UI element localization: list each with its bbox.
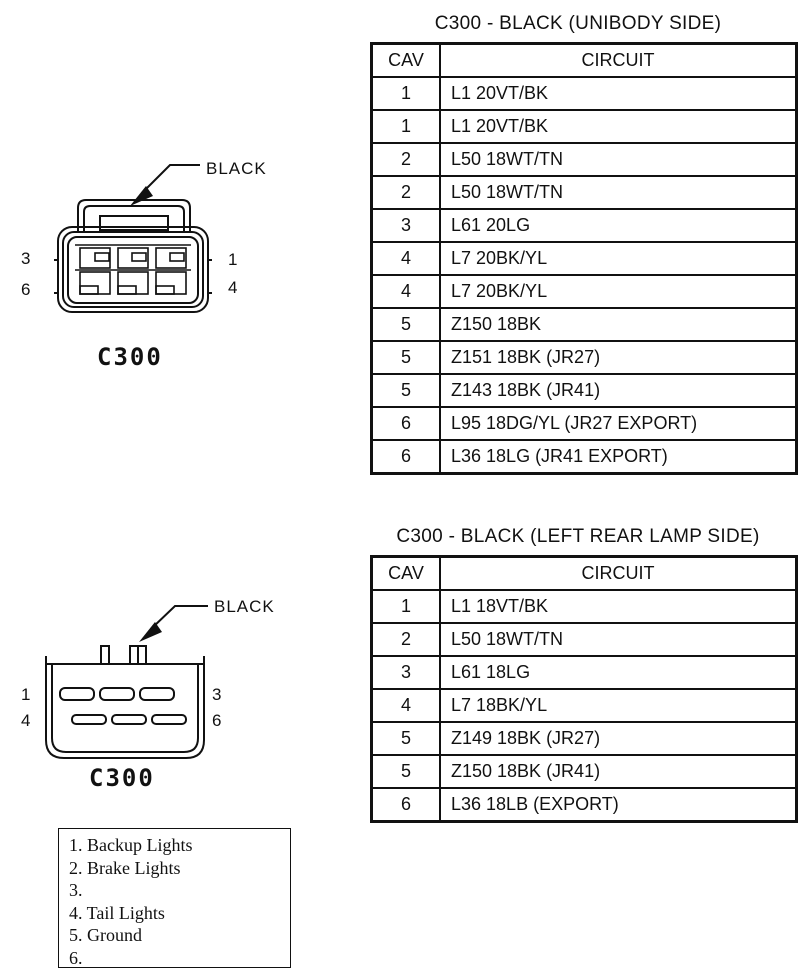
- connector1-pin-1: 1: [228, 250, 238, 269]
- circuit-cell: L50 18WT/TN: [439, 175, 798, 210]
- circuit-cell: L7 20BK/YL: [439, 274, 798, 309]
- cav-cell: 4: [370, 241, 441, 276]
- cav-cell: 6: [370, 406, 441, 441]
- connector2-pin-6: 6: [212, 711, 222, 730]
- legend-item: 5. Ground: [69, 925, 142, 946]
- cav-header: CAV: [370, 42, 441, 78]
- connector1-pin-3: 3: [21, 249, 31, 268]
- table2-title: C300 - BLACK (LEFT REAR LAMP SIDE): [396, 526, 760, 547]
- circuit-cell: Z151 18BK (JR27): [439, 340, 798, 375]
- circuit-cell: Z150 18BK (JR41): [439, 754, 798, 789]
- circuit-cell: L50 18WT/TN: [439, 142, 798, 177]
- cav-cell: 5: [370, 340, 441, 375]
- legend-box: 1. Backup Lights 2. Brake Lights 3. 4. T…: [58, 828, 291, 968]
- cav-cell: 5: [370, 754, 441, 789]
- circuit-cell: L36 18LB (EXPORT): [439, 787, 798, 823]
- connector2-pin-4: 4: [21, 711, 31, 730]
- cav-header: CAV: [370, 555, 441, 591]
- cav-cell: 3: [370, 208, 441, 243]
- cav-cell: 3: [370, 655, 441, 690]
- cav-cell: 1: [370, 109, 441, 144]
- connector2-leader-arrow: [139, 605, 208, 642]
- circuit-cell: L1 20VT/BK: [439, 109, 798, 144]
- table-header-row: CAV CIRCUIT: [370, 555, 798, 591]
- cav-cell: 5: [370, 307, 441, 342]
- connector2-cavities: [59, 687, 187, 725]
- connector1-callout-label: BLACK: [206, 159, 267, 178]
- connector1-cavities: [75, 244, 191, 295]
- circuit-cell: L1 20VT/BK: [439, 76, 798, 111]
- connector1-diagram: [54, 164, 212, 313]
- connector1-pin-6: 6: [21, 280, 31, 299]
- connector2-label: C300: [89, 764, 155, 792]
- table1-title: C300 - BLACK (UNIBODY SIDE): [434, 13, 722, 34]
- cav-cell: 4: [370, 688, 441, 723]
- legend-item: 6.: [69, 947, 83, 968]
- circuit-header: CIRCUIT: [439, 42, 798, 78]
- cav-cell: 1: [370, 589, 441, 624]
- legend-item: 1. Backup Lights: [69, 835, 193, 855]
- connector1-housing: [54, 199, 212, 313]
- cav-cell: 4: [370, 274, 441, 309]
- circuit-cell: L36 18LG (JR41 EXPORT): [439, 439, 798, 475]
- legend-item: 2. Brake Lights: [69, 857, 181, 878]
- cav-cell: 6: [370, 787, 441, 823]
- circuit-cell: L61 20LG: [439, 208, 798, 243]
- circuit-cell: Z150 18BK: [439, 307, 798, 342]
- legend-item: 4. Tail Lights: [69, 902, 165, 923]
- connector2-pin-3: 3: [212, 685, 222, 704]
- connector2-housing: [45, 645, 205, 759]
- circuit-cell: L1 18VT/BK: [439, 589, 798, 624]
- table-header-row: CAV CIRCUIT: [370, 42, 798, 78]
- circuit-cell: Z149 18BK (JR27): [439, 721, 798, 756]
- cav-cell: 2: [370, 175, 441, 210]
- cav-cell: 5: [370, 373, 441, 408]
- legend-item: 3.: [69, 880, 83, 901]
- connector2-diagram: [45, 605, 208, 759]
- circuit-cell: L7 18BK/YL: [439, 688, 798, 723]
- cav-cell: 1: [370, 76, 441, 111]
- cav-cell: 5: [370, 721, 441, 756]
- cav-cell: 2: [370, 622, 441, 657]
- circuit-cell: L95 18DG/YL (JR27 EXPORT): [439, 406, 798, 441]
- connector1-label: C300: [97, 343, 163, 371]
- cav-cell: 6: [370, 439, 441, 475]
- circuit-cell: L7 20BK/YL: [439, 241, 798, 276]
- circuit-cell: Z143 18BK (JR41): [439, 373, 798, 408]
- cav-cell: 2: [370, 142, 441, 177]
- circuit-cell: L61 18LG: [439, 655, 798, 690]
- connector2-pin-1: 1: [21, 685, 31, 704]
- circuit-header: CIRCUIT: [439, 555, 798, 591]
- connector2-callout-label: BLACK: [214, 597, 275, 616]
- connector1-pin-4: 4: [228, 278, 238, 297]
- circuit-cell: L50 18WT/TN: [439, 622, 798, 657]
